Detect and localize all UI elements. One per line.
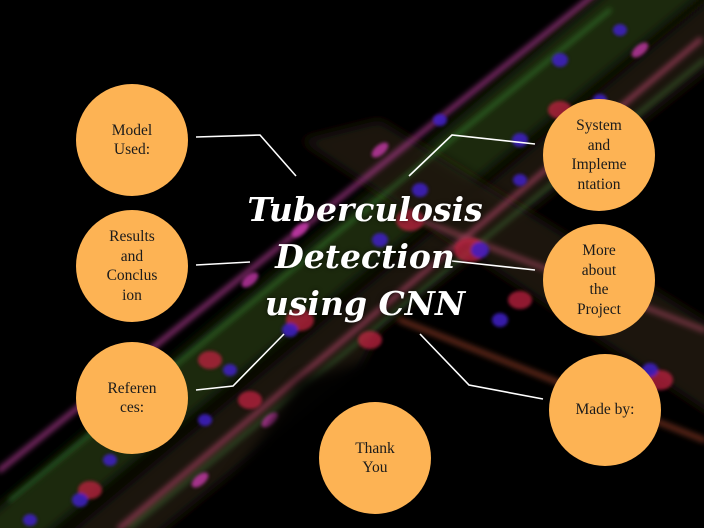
node-label: Results and Conclus ion — [106, 228, 158, 304]
node-thank-you[interactable]: Thank You — [319, 402, 431, 514]
connector-system-implementation — [408, 134, 536, 177]
connector-references — [195, 333, 285, 391]
node-label: Thank You — [355, 439, 395, 477]
node-system-implementation[interactable]: System and Impleme ntation — [543, 99, 655, 211]
node-made-by[interactable]: Made by: — [549, 354, 661, 466]
connector-more-about-project — [451, 260, 536, 271]
node-more-about-project[interactable]: More about the Project — [543, 224, 655, 336]
node-label: Referen ces: — [107, 379, 157, 417]
title-line-2: Detection — [275, 237, 455, 276]
node-label: Model Used: — [111, 121, 153, 159]
title-line-3: using CNN — [264, 284, 466, 323]
node-model-used[interactable]: Model Used: — [76, 84, 188, 196]
node-label: More about the Project — [577, 242, 621, 318]
node-results-conclusion[interactable]: Results and Conclus ion — [76, 210, 188, 322]
connector-model-used — [195, 134, 297, 177]
node-label: Made by: — [575, 401, 635, 419]
connector-results-conclusion — [195, 261, 251, 266]
node-label: System and Impleme ntation — [571, 117, 627, 193]
connector-made-by — [419, 333, 544, 400]
title-line-1: Tuberculosis — [247, 190, 483, 229]
presentation-title: Tuberculosis Detection using CNN — [215, 186, 515, 327]
node-references[interactable]: Referen ces: — [76, 342, 188, 454]
